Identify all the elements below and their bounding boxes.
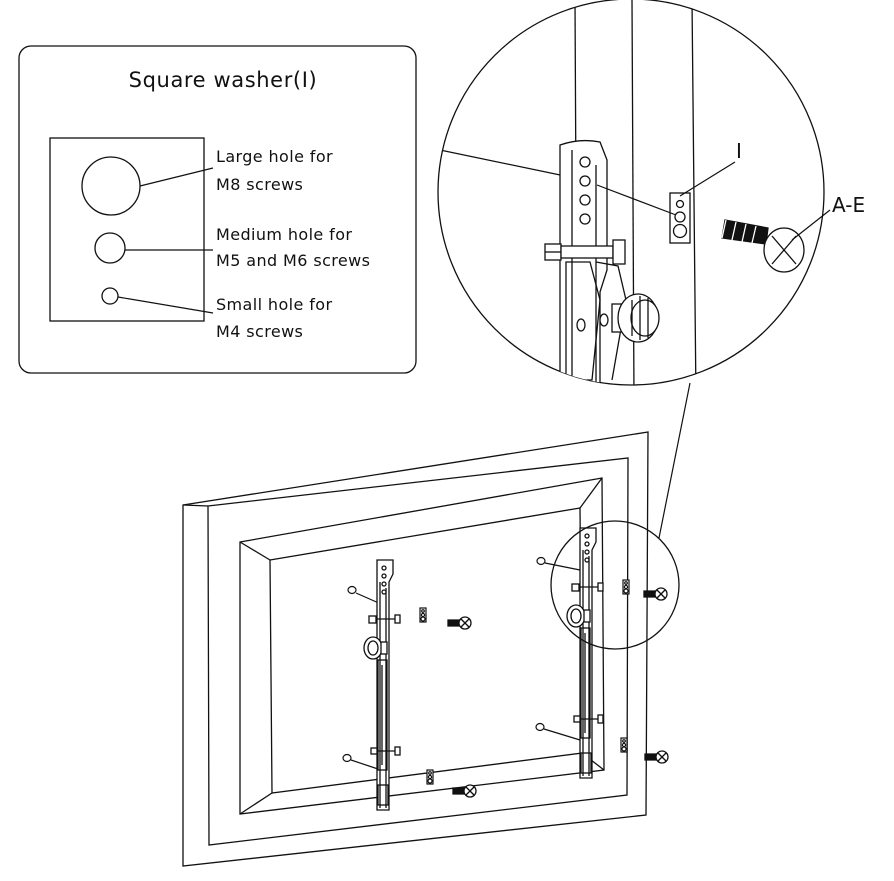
tv-mounting-holes — [342, 556, 581, 771]
bevel-corner-tr — [579, 477, 603, 509]
tv-frame-front-edge — [207, 457, 629, 846]
bracket-to-washer-leader — [596, 184, 677, 216]
large-hole-label-line2: M8 screws — [216, 175, 303, 194]
zoom-connector-line — [658, 382, 691, 539]
washer-info-panel: Square washer(I) Large hole for M8 screw… — [18, 45, 417, 374]
medium-hole-label-line2: M5 and M6 screws — [216, 251, 370, 270]
tv-back-panel — [182, 431, 649, 867]
screw-callout-label: A-E — [832, 193, 865, 217]
small-hole-label-line1: Small hole for — [216, 295, 332, 314]
large-hole-shape — [81, 156, 141, 216]
mount-hole-bottom-right — [535, 722, 545, 732]
zoom-circle-border — [437, 0, 825, 386]
small-hole-shape — [101, 287, 119, 305]
large-hole-leader-line — [139, 167, 214, 187]
bevel-corner-bl — [239, 792, 273, 815]
frame-edge-left-top — [182, 504, 209, 507]
washer-callout-leader — [679, 161, 736, 197]
washer-callout-label: I — [736, 139, 742, 163]
medium-hole-label-line1: Medium hole for — [216, 225, 352, 244]
bevel-corner-tl — [239, 541, 271, 561]
mount-hole-bottom-left — [342, 753, 352, 763]
screw-callout-leader — [791, 209, 831, 241]
mount-hole-top-right — [536, 556, 546, 566]
zoom-detail-view: I A-E — [437, 0, 865, 386]
medium-hole-shape — [94, 232, 126, 264]
detail-highlight-circle — [550, 520, 680, 650]
small-hole-leader-line — [117, 296, 214, 314]
mount-hole-top-left — [347, 585, 357, 595]
small-hole-label-line2: M4 screws — [216, 322, 303, 341]
large-hole-label-line1: Large hole for — [216, 147, 333, 166]
washer-panel-title: Square washer(I) — [129, 68, 318, 92]
